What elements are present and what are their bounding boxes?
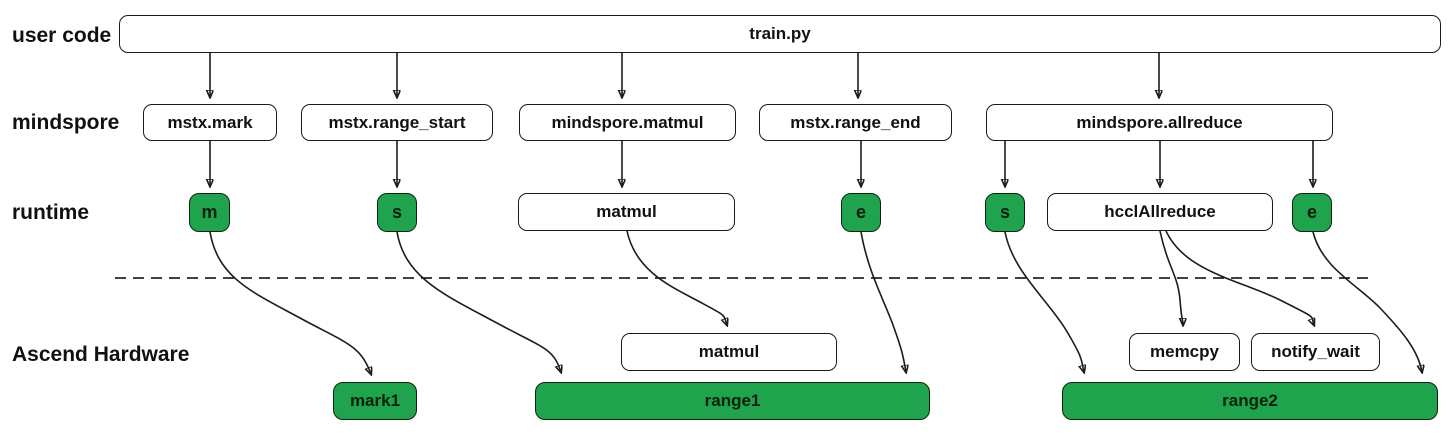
node-runtime-mark-m: m	[189, 193, 230, 232]
row-label-user-code: user code	[12, 24, 112, 47]
row-label-runtime: runtime	[12, 201, 90, 224]
row-label-mindspore: mindspore	[12, 111, 120, 134]
node-runtime-start-s: s	[377, 193, 417, 232]
edge-rtmatmul-hwmatmul	[626, 230, 727, 325]
node-runtime-end-e2: e	[1292, 193, 1332, 232]
edge-hccl-memcpy	[1159, 230, 1183, 325]
node-runtime-matmul: matmul	[518, 193, 735, 231]
node-mstx-mark: mstx.mark	[143, 104, 277, 141]
edge-s-range1	[396, 231, 561, 372]
node-hardware-mark1: mark1	[333, 382, 417, 420]
node-runtime-hccl-allreduce: hcclAllreduce	[1047, 193, 1273, 231]
node-hardware-range2: range2	[1062, 382, 1438, 420]
node-hardware-memcpy: memcpy	[1129, 333, 1240, 371]
node-runtime-start-s2: s	[985, 193, 1025, 232]
node-mindspore-matmul: mindspore.matmul	[519, 104, 736, 141]
edge-e-range1	[860, 231, 906, 372]
node-mstx-range-end: mstx.range_end	[759, 104, 952, 141]
node-hardware-matmul: matmul	[621, 333, 837, 371]
node-mindspore-allreduce: mindspore.allreduce	[986, 104, 1333, 141]
edge-m-mark1	[209, 231, 371, 374]
node-runtime-end-e: e	[841, 193, 881, 232]
row-label-ascend-hardware: Ascend Hardware	[12, 343, 190, 366]
edge-hccl-notifywait	[1165, 230, 1314, 325]
edge-s2-range2	[1004, 231, 1084, 372]
node-hardware-range1: range1	[535, 382, 930, 420]
node-hardware-notify-wait: notify_wait	[1251, 333, 1380, 371]
node-mstx-range-start: mstx.range_start	[301, 104, 493, 141]
node-train-py: train.py	[119, 15, 1441, 53]
